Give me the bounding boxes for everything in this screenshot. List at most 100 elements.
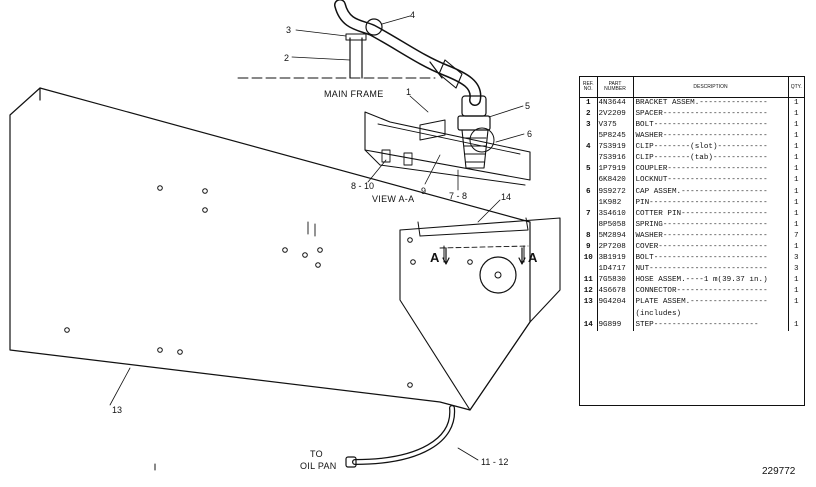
cell-qty: 3 [793,265,799,274]
callout-5: 5 [525,101,530,111]
cell-desc: CONNECTOR-------------------- [633,286,789,298]
cell-part: 4N3644 [597,97,634,110]
cell-qty: 1 [793,176,799,185]
header-description: DESCRIPTION [633,77,789,98]
cell-ref [580,197,598,209]
cell-ref [580,264,598,276]
cell-ref: 12 [580,286,598,298]
main-frame-label: MAIN FRAME [324,89,384,99]
cell-ref: 2 [580,109,598,121]
cell-desc: SPACER----------------------- [633,109,789,121]
cell-qty: 1 [793,143,799,152]
cell-qty: 1 [793,209,799,218]
callout-1: 1 [406,87,411,97]
callout-7-8: 7 - 8 [449,191,467,201]
cell-desc: WASHER----------------------- [633,131,789,143]
cell-part: 1P7919 [597,164,634,176]
cell-part: 9G4204 [597,297,634,309]
cell-part: 3S4610 [597,208,634,221]
cell-part: 3B1919 [597,253,634,265]
cell-ref: 5 [580,164,598,176]
cell-ref: 7 [580,208,598,221]
cell-ref: 6 [580,186,598,198]
parts-table-row: (includes) [580,308,804,320]
cell-qty: 1 [793,198,799,207]
cell-part: 7G5830 [597,275,634,287]
cell-qty: 1 [793,298,799,307]
parts-diagram: 1 2 3 4 5 6 7 - 8 8 - 10 9 11 - 12 13 14… [9,0,561,471]
callout-13: 13 [112,405,122,415]
cell-part: 4S6678 [597,286,634,298]
cell-desc: COUPLER---------------------- [633,164,789,176]
cell-part: 6K8420 [597,175,634,187]
plate-holes [64,185,413,388]
cell-qty [788,309,804,320]
cell-qty: 1 [793,165,799,174]
cell-qty: 1 [793,98,799,107]
figure-number: 229772 [762,466,796,477]
cell-part: 9S9272 [597,186,634,198]
callout-14: 14 [501,192,511,202]
cell-qty: 3 [793,254,799,263]
callout-8-10: 8 - 10 [351,181,374,191]
plate-assembly [9,87,531,411]
cell-part: 5M2894 [597,231,634,243]
cell-part: V375 [597,120,634,132]
cell-part: 2V2209 [597,109,634,121]
cell-ref: 11 [580,275,598,287]
cell-desc: BRACKET ASSEM.--------------- [633,97,789,110]
section-marker-right: A [528,250,538,265]
cell-ref: 10 [580,253,598,265]
cell-qty: 1 [793,220,799,229]
cell-ref: 3 [580,120,598,132]
cell-part: 7S3919 [597,142,634,154]
cell-desc: BOLT------------------------- [633,253,789,265]
cell-qty: 1 [793,109,799,118]
parts-table-header: REF. NO. PART NUMBER DESCRIPTION QTY. [580,77,804,98]
section-marker-left: A [430,250,440,265]
cell-desc: COVER------------------------ [633,242,789,254]
hose-to-oil-pan [352,405,456,465]
to-oil-pan-label-line2: OIL PAN [300,461,337,471]
cell-qty: 1 [793,120,799,129]
cell-ref: 4 [580,142,598,154]
view-label: VIEW A-A [372,194,414,204]
cell-desc: WASHER----------------------- [633,231,789,243]
bracket [364,111,531,181]
cell-part: 7S3916 [597,153,634,165]
cell-ref: 9 [580,242,598,254]
cell-desc: COTTER PIN------------------- [633,208,789,221]
callout-2: 2 [284,53,289,63]
cell-ref [580,131,598,143]
callout-6: 6 [527,129,532,139]
callout-11-12: 11 - 12 [481,457,508,467]
callout-9: 9 [421,186,426,196]
cell-qty: 1 [793,287,799,296]
header-ref-no: REF. NO. [580,77,598,98]
callout-3: 3 [286,25,291,35]
cell-part: 9G899 [597,319,634,331]
callout-4: 4 [410,10,415,20]
cell-ref [580,308,598,320]
cell-qty: 1 [793,132,799,141]
cell-ref [580,175,598,187]
cell-part: 8P5058 [597,220,634,232]
cell-ref [580,153,598,165]
cell-desc: HOSE ASSEM.----1 m(39.37 in.) [633,275,789,287]
